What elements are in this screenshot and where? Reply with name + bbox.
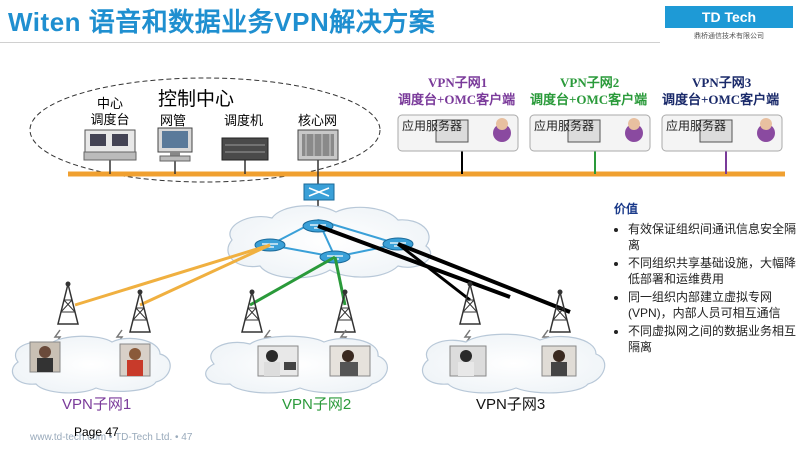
dispatch-console-icon bbox=[83, 129, 137, 161]
footer-text: www.td-tech.com • TD-Tech Ltd. • 47 bbox=[30, 432, 193, 443]
vpn2-header: VPN子网2 bbox=[560, 75, 620, 90]
vpn2-bottom-label: VPN子网2 bbox=[282, 396, 352, 413]
core-network-icon bbox=[297, 129, 339, 161]
control-center-boundary bbox=[29, 77, 381, 183]
vpn3-client-label: 调度台+OMC客户端 bbox=[662, 92, 780, 107]
value-item: 有效保证组织间通讯信息安全隔离 bbox=[628, 221, 800, 253]
value-panel: 价值 有效保证组织间通讯信息安全隔离 不同组织共享基础设施，大幅降低部署和运维费… bbox=[610, 200, 800, 357]
base-station-3a-icon bbox=[459, 280, 481, 325]
app-server-1-label: 应用服务器 bbox=[402, 119, 463, 133]
user-photo-icon bbox=[449, 345, 487, 377]
base-station-1b-icon bbox=[129, 288, 151, 333]
slide-title: Witen 语音和数据业务VPN解决方案 bbox=[8, 7, 436, 37]
page-number: Page 47 bbox=[74, 425, 119, 439]
vpn1-client-label: 调度台+OMC客户端 bbox=[398, 92, 516, 107]
user-photo-icon bbox=[29, 341, 61, 373]
core-network-label: 核心网 bbox=[298, 113, 338, 128]
base-station-2b-icon bbox=[334, 288, 356, 333]
dispatch-server-icon bbox=[221, 137, 269, 161]
vpn3-bottom-label: VPN子网3 bbox=[476, 396, 546, 413]
vpn1-header: VPN子网1 bbox=[428, 75, 488, 90]
user-photo-icon bbox=[329, 345, 371, 377]
dispatch-server-label: 调度机 bbox=[224, 113, 264, 128]
logo-name: TD Tech bbox=[665, 6, 793, 28]
app-server-2-label: 应用服务器 bbox=[534, 119, 595, 133]
user-photo-icon bbox=[257, 345, 299, 377]
title-divider bbox=[0, 42, 660, 43]
value-heading: 价值 bbox=[614, 202, 639, 216]
app-server-3-label: 应用服务器 bbox=[666, 119, 727, 133]
user-photo-icon bbox=[541, 345, 577, 377]
vpn1-bottom-label: VPN子网1 bbox=[62, 396, 132, 413]
core-network-cloud bbox=[227, 205, 432, 279]
network-management-icon bbox=[157, 127, 193, 162]
user-photo-icon bbox=[119, 343, 151, 377]
value-list: 有效保证组织间通讯信息安全隔离 不同组织共享基础设施，大幅降低部署和运维费用 同… bbox=[610, 221, 800, 355]
value-item: 不同虚拟网之间的数据业务相互隔离 bbox=[628, 323, 800, 355]
app-server-3-icon bbox=[661, 114, 783, 152]
base-station-1a-icon bbox=[57, 280, 79, 325]
network-management-label: 网管 bbox=[160, 113, 187, 128]
base-station-2a-icon bbox=[241, 288, 263, 333]
vpn3-header: VPN子网3 bbox=[692, 75, 752, 90]
app-server-1-icon bbox=[397, 114, 519, 152]
vpn2-client-label: 调度台+OMC客户端 bbox=[530, 92, 648, 107]
dispatch-console-label: 中心 调度台 bbox=[90, 96, 130, 127]
logo-subtitle: 鼎桥通信技术有限公司 bbox=[694, 33, 764, 40]
app-server-2-icon bbox=[529, 114, 651, 152]
value-item: 不同组织共享基础设施，大幅降低部署和运维费用 bbox=[628, 255, 800, 287]
logo: TD Tech 鼎桥通信技术有限公司 bbox=[665, 6, 793, 46]
firewall-switch-icon bbox=[303, 183, 335, 201]
control-center-label: 控制中心 bbox=[158, 89, 235, 110]
value-item: 同一组织内部建立虚拟专网(VPN)，内部人员可相互通信 bbox=[628, 289, 800, 321]
